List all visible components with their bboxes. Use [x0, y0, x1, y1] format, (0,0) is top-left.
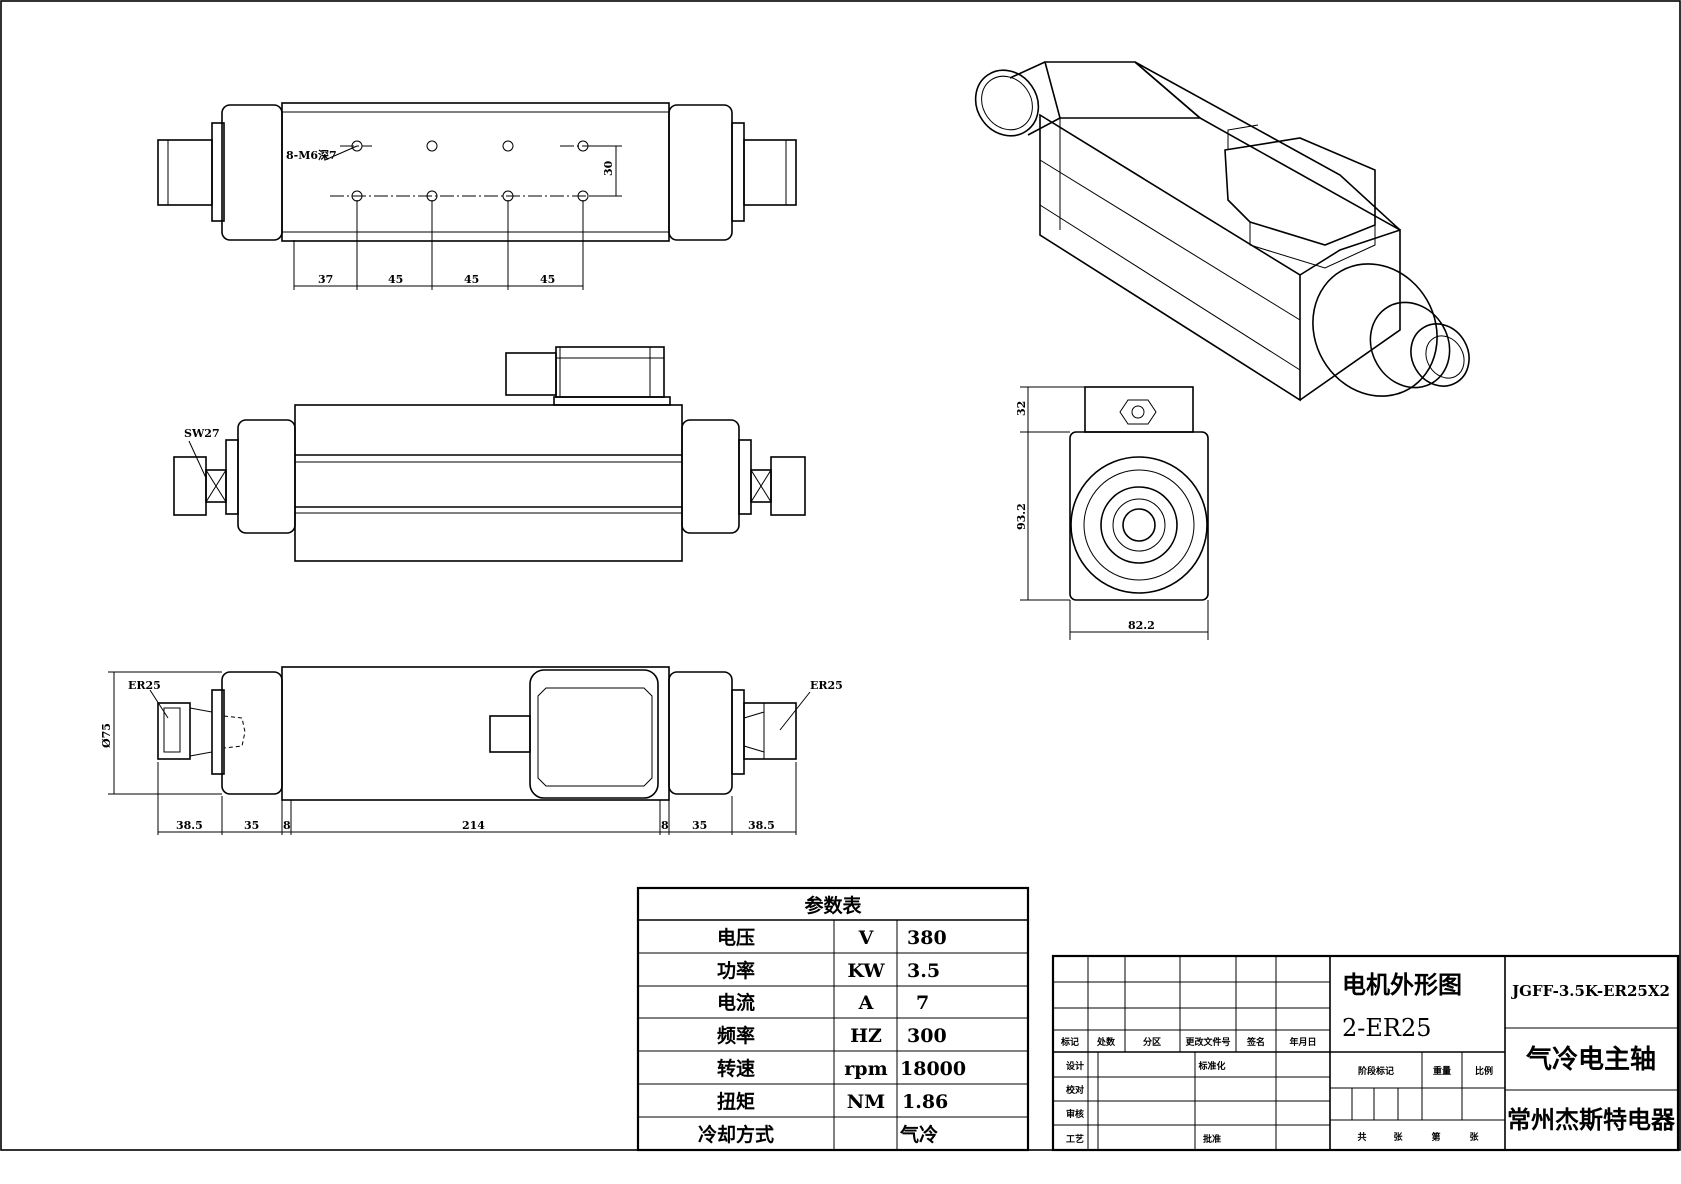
param-row: 电压 V 380	[717, 926, 947, 949]
dim-93-2: 93.2	[1015, 503, 1028, 530]
label-text: KW	[847, 960, 885, 982]
hole-note: 8-M6深7	[286, 148, 337, 162]
label-text: 18000	[900, 1058, 966, 1080]
dim-8-left: 8	[283, 819, 291, 832]
label-text: 第	[1431, 1131, 1440, 1143]
top-view: 8-M6深7 30 37 45 45 45	[157, 102, 797, 290]
wrench-label: SW27	[184, 427, 220, 440]
dim-45a: 45	[388, 273, 403, 286]
label-text: V	[858, 927, 875, 949]
label-text: 年月日	[1289, 1036, 1316, 1048]
label-text: 气冷	[899, 1123, 938, 1146]
label-text: 电流	[717, 991, 755, 1014]
label-text: 300	[907, 1025, 947, 1047]
isometric-view	[974, 61, 1470, 402]
label-text: 审核	[1066, 1108, 1084, 1120]
label-text: NM	[847, 1091, 885, 1113]
param-row: 扭矩 NM 1.86	[717, 1090, 948, 1113]
label-text: 1.86	[902, 1091, 948, 1113]
label-text: 签名	[1246, 1036, 1265, 1048]
param-row: 频率 HZ 300	[717, 1024, 947, 1047]
dim-45c: 45	[540, 273, 555, 286]
dim-35-left: 35	[244, 819, 259, 832]
label-text: 重量	[1433, 1065, 1451, 1077]
label-text: 张	[1469, 1131, 1479, 1143]
dim-8-right: 8	[661, 819, 669, 832]
end-view: 32 93.2 82.2	[1015, 386, 1209, 640]
param-row: 转速 rpm 18000	[717, 1057, 966, 1080]
bottom-view: ER25 ER25 Ø75 38.5 35 8 214 8 35 38.5	[100, 666, 843, 835]
product-name: 气冷电主轴	[1525, 1044, 1656, 1075]
label-text: rpm	[844, 1058, 887, 1080]
model-number: JGFF-3.5K-ER25X2	[1510, 982, 1670, 1000]
dim-diameter: Ø75	[100, 723, 113, 748]
label-text: 电压	[717, 926, 755, 949]
drawing-name: 电机外形图	[1342, 970, 1462, 999]
company-name: 常州杰斯特电器	[1507, 1105, 1676, 1134]
dim-38-5-right: 38.5	[748, 819, 775, 832]
dim-32: 32	[1015, 401, 1028, 416]
dim-30: 30	[602, 160, 615, 176]
label-text: A	[858, 992, 874, 1014]
param-table-title: 参数表	[804, 894, 862, 917]
label-text: HZ	[850, 1025, 882, 1047]
param-row: 功率 KW 3.5	[717, 959, 940, 982]
dim-35-right: 35	[692, 819, 707, 832]
dim-37: 37	[318, 273, 333, 286]
collet-right: ER25	[810, 679, 843, 692]
label-text: 阶段标记	[1358, 1065, 1394, 1077]
label-text: 标记	[1060, 1036, 1079, 1048]
label-text: 校对	[1066, 1084, 1084, 1096]
label-text: 冷却方式	[698, 1123, 774, 1146]
label-text: 更改文件号	[1185, 1036, 1230, 1048]
dim-214: 214	[462, 819, 485, 832]
label-text: 7	[916, 992, 929, 1014]
dim-38-5-left: 38.5	[176, 819, 203, 832]
label-text: 处数	[1096, 1036, 1116, 1048]
title-block: 标记 处数 分区 更改文件号 签名 年月日 设计 标准化 校对 审核 工艺 批准…	[1051, 954, 1680, 1152]
dim-45b: 45	[464, 273, 479, 286]
label-text: 380	[907, 927, 947, 949]
param-table: 参数表 电压 V 380 功率 KW 3.5 电流 A 7 频率 HZ 300 …	[636, 886, 1030, 1152]
label-text: 频率	[717, 1024, 755, 1047]
param-row: 电流 A 7	[717, 991, 929, 1014]
param-row: 冷却方式 气冷	[698, 1123, 938, 1146]
label-text: 标准化	[1197, 1060, 1225, 1072]
label-text: 功率	[717, 959, 755, 982]
label-text: 工艺	[1066, 1133, 1084, 1145]
label-text: 3.5	[907, 960, 940, 982]
label-text: 转速	[717, 1057, 755, 1080]
label-text: 批准	[1203, 1133, 1221, 1145]
side-view: SW27	[173, 346, 806, 562]
drawing-sub-name: 2-ER25	[1342, 1014, 1432, 1042]
label-text: 共	[1357, 1131, 1366, 1143]
collet-left: ER25	[128, 679, 161, 692]
label-text: 比例	[1475, 1065, 1493, 1077]
label-text: 扭矩	[717, 1090, 755, 1113]
label-text: 张	[1393, 1131, 1403, 1143]
dim-82-2: 82.2	[1128, 619, 1155, 632]
label-text: 分区	[1143, 1036, 1161, 1048]
label-text: 设计	[1066, 1060, 1084, 1072]
